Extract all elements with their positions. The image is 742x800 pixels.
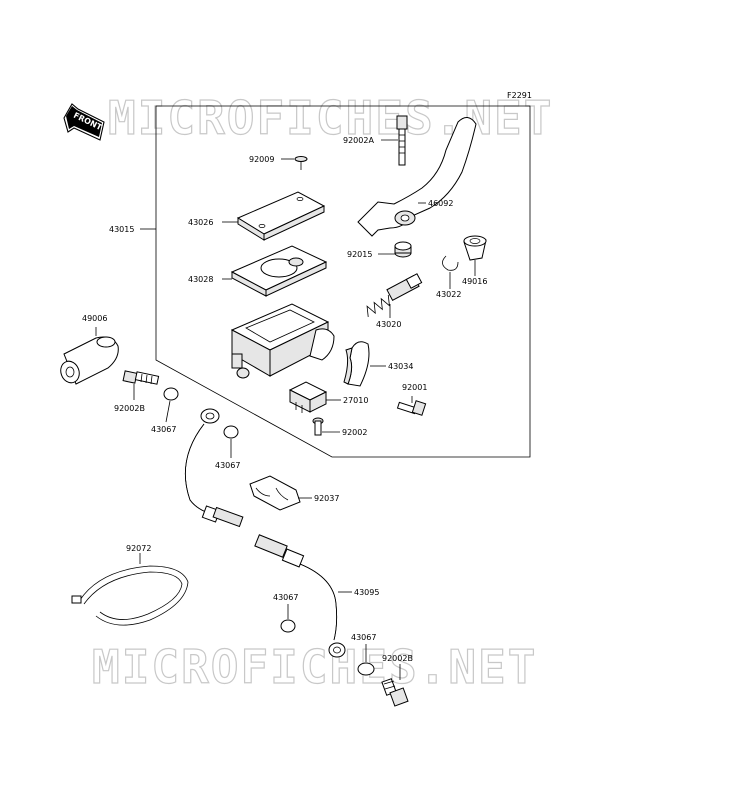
label-43028: 43028 bbox=[188, 275, 213, 284]
label-92072: 92072 bbox=[126, 544, 151, 553]
handlebar-clamp-icon bbox=[343, 341, 370, 387]
brake-hose-upper-icon bbox=[184, 408, 244, 528]
label-92037: 92037 bbox=[314, 494, 339, 503]
pivot-bolt-icon bbox=[396, 115, 408, 166]
washer-mid-icon bbox=[223, 425, 239, 439]
label-49006: 49006 bbox=[82, 314, 107, 323]
clamp-bolt-icon bbox=[396, 400, 427, 416]
brake-switch-icon bbox=[288, 381, 328, 413]
cable-tie-icon bbox=[71, 565, 189, 626]
label-92002: 92002 bbox=[342, 428, 367, 437]
label-43026: 43026 bbox=[188, 218, 213, 227]
banjo-bolt-upper-icon bbox=[122, 370, 160, 385]
watermark-bottom: MICROFICHES.NET bbox=[92, 640, 537, 694]
label-43022: 43022 bbox=[436, 290, 461, 299]
label-92009: 92009 bbox=[249, 155, 274, 164]
washer-lower-right-icon bbox=[357, 662, 375, 676]
lever-nut-icon bbox=[394, 241, 412, 258]
label-43067-a: 43067 bbox=[151, 425, 176, 434]
washer-upper-icon bbox=[163, 387, 179, 401]
figure-code: F2291 bbox=[507, 91, 532, 100]
switch-screw-icon bbox=[312, 417, 324, 436]
piston-kit-icon bbox=[366, 273, 423, 317]
diaphragm-icon bbox=[230, 245, 328, 297]
washer-lower-left-icon bbox=[280, 619, 296, 633]
label-49016: 49016 bbox=[462, 277, 487, 286]
label-43034: 43034 bbox=[388, 362, 413, 371]
label-43067-b: 43067 bbox=[215, 461, 240, 470]
brake-hose-lower-icon bbox=[254, 534, 346, 658]
label-92015: 92015 bbox=[347, 250, 372, 259]
cap-screw-icon bbox=[294, 156, 308, 170]
dust-boot-icon bbox=[463, 235, 487, 261]
label-43067-c: 43067 bbox=[273, 593, 298, 602]
reservoir-cap-icon bbox=[236, 191, 326, 241]
label-43095: 43095 bbox=[354, 588, 379, 597]
label-92002b-upper: 92002B bbox=[114, 404, 145, 413]
watermark-top: MICROFICHES.NET bbox=[108, 91, 553, 145]
master-cylinder-body-icon bbox=[230, 303, 335, 379]
label-46092: 46092 bbox=[428, 199, 453, 208]
label-43020: 43020 bbox=[376, 320, 401, 329]
label-92002b-lower: 92002B bbox=[382, 654, 413, 663]
brake-lever-icon bbox=[357, 117, 477, 237]
circlip-icon bbox=[442, 255, 459, 271]
assembly-boundary bbox=[155, 105, 531, 458]
reservoir-boot-icon bbox=[60, 336, 119, 385]
label-27010: 27010 bbox=[343, 396, 368, 405]
front-arrow-icon: FRONT bbox=[63, 103, 105, 141]
label-43015: 43015 bbox=[109, 225, 134, 234]
hose-clamp-icon bbox=[249, 475, 301, 511]
banjo-bolt-lower-icon bbox=[381, 678, 409, 707]
label-92002a: 92002A bbox=[343, 136, 374, 145]
label-92001: 92001 bbox=[402, 383, 427, 392]
label-43067-d: 43067 bbox=[351, 633, 376, 642]
